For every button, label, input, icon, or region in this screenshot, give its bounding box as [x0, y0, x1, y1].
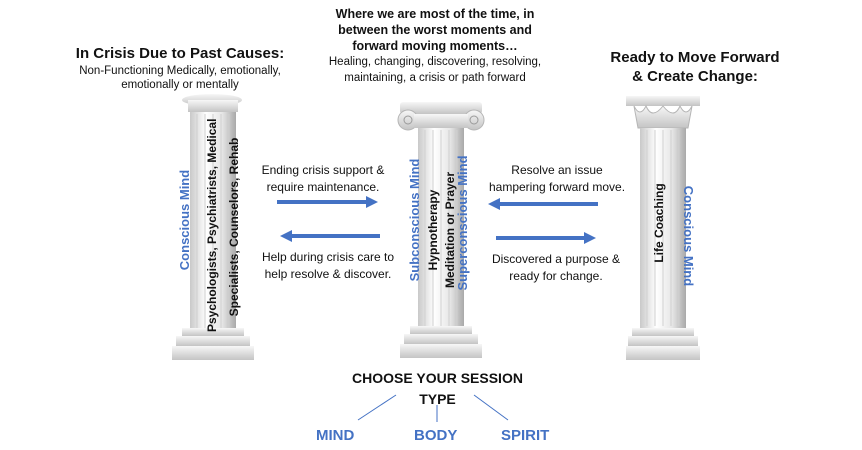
center-title-line-1: Where we are most of the time, in [335, 7, 535, 21]
subconscious-mind-label: Subconscious Mind [407, 158, 422, 282]
center-pillar [397, 102, 485, 358]
arrow-caption-right-bottom-line-1: Discovered a purpose & [491, 252, 621, 266]
right-title-line-1: Ready to Move Forward [610, 49, 780, 66]
arrow-caption-right-top: Resolve an issue hampering forward move. [472, 162, 642, 196]
right-header: Ready to Move Forward & Create Change: [580, 48, 810, 86]
arrow-caption-left-bottom-line-1: Help during crisis care to [261, 250, 395, 264]
left-pillar-text-line-2: Specialists, Counselors, Rehab [227, 137, 241, 317]
center-subtitle-line-1: Healing, changing, discovering, resolvin… [328, 56, 542, 68]
right-pillar [626, 96, 700, 360]
left-subtitle-line-2: emotionally or mentally [121, 79, 239, 91]
left-title: In Crisis Due to Past Causes: [75, 45, 285, 62]
center-title-line-2: between the worst moments and [338, 23, 532, 37]
session-option-mind[interactable]: MIND [316, 427, 355, 444]
arrow-caption-right-bottom-line-2: ready for change. [509, 269, 603, 283]
session-option-spirit[interactable]: SPIRIT [501, 427, 550, 444]
arrow-caption-right-bottom: Discovered a purpose & ready for change. [476, 251, 636, 285]
arrow-caption-right-top-line-1: Resolve an issue [511, 163, 603, 177]
left-header: In Crisis Due to Past Causes: Non-Functi… [40, 45, 320, 91]
center-pillar-text-line-1: Hypnotherapy [426, 189, 440, 271]
right-title-line-2: & Create Change: [632, 68, 758, 85]
arrow-caption-left-top: Ending crisis support & require maintena… [248, 162, 398, 196]
choose-session-line-1: CHOOSE YOUR SESSION [352, 370, 523, 386]
arrows [277, 196, 598, 244]
left-conscious-mind-label: Conscious Mind [177, 169, 192, 271]
session-connectors [357, 394, 509, 422]
center-header: Where we are most of the time, in betwee… [300, 6, 570, 86]
session-option-body[interactable]: BODY [414, 427, 458, 444]
right-pillar-text: Life Coaching [652, 183, 666, 263]
arrow-caption-right-top-line-2: hampering forward move. [488, 180, 626, 194]
choose-session-heading: CHOOSE YOUR SESSION TYPE [320, 368, 555, 410]
left-pillar-text-line-1: Psychologists, Psychiatrists, Medical [205, 118, 219, 332]
choose-session-line-2: TYPE [419, 391, 456, 407]
arrow-caption-left-bottom: Help during crisis care to help resolve … [248, 249, 408, 283]
left-pillar [172, 94, 254, 360]
arrow-caption-left-top-line-2: require maintenance. [266, 180, 380, 194]
left-subtitle-line-1: Non-Functioning Medically, emotionally, [79, 65, 281, 77]
right-conscious-mind-label: Conscious Mind [681, 185, 696, 287]
arrow-caption-left-bottom-line-2: help resolve & discover. [264, 267, 392, 281]
center-subtitle-line-2: maintaining, a crisis or path forward [344, 72, 526, 84]
superconscious-mind-label: Superconscious Mind [455, 155, 470, 291]
center-title-line-3: forward moving moments… [352, 39, 518, 53]
arrow-caption-left-top-line-1: Ending crisis support & [261, 163, 385, 177]
